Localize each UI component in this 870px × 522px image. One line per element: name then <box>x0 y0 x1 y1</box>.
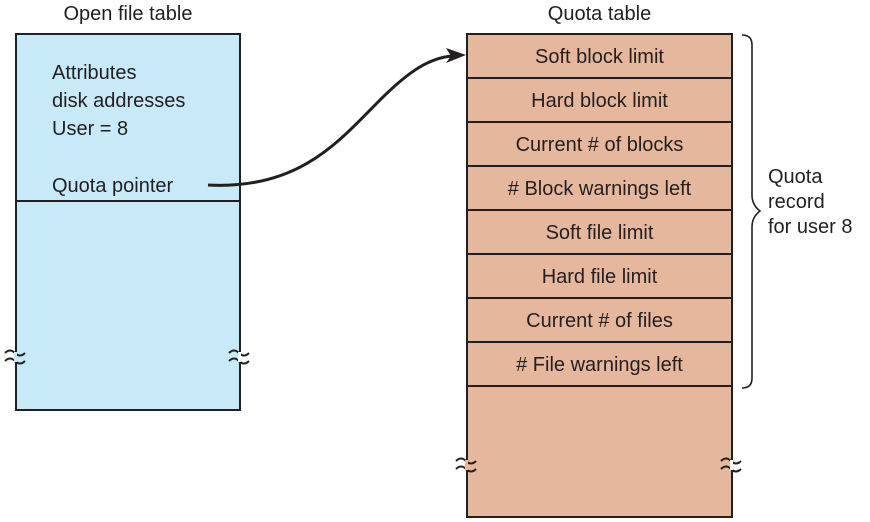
open-file-table: Attributes disk addresses User = 8 Quota… <box>15 33 241 411</box>
open-file-entry-line: Attributes <box>52 62 137 84</box>
quota-table: Soft block limit Hard block limit Curren… <box>466 33 733 518</box>
quota-row-hard-block-limit: Hard block limit <box>468 79 731 123</box>
quota-table-title: Quota table <box>547 3 652 25</box>
quota-row-block-warnings: # Block warnings left <box>468 167 731 211</box>
quota-pointer-arrow <box>207 54 453 187</box>
open-file-entry-divider <box>17 200 239 202</box>
quota-record-label-line: for user 8 <box>768 216 853 238</box>
curly-brace-icon <box>741 34 762 389</box>
open-file-entry-line: User = 8 <box>52 118 129 140</box>
open-file-entry-line: disk addresses <box>52 90 186 112</box>
quota-row-soft-block-limit: Soft block limit <box>468 35 731 79</box>
arrow-head-icon <box>446 48 466 63</box>
quota-row-current-files: Current # of files <box>468 299 731 343</box>
quota-row-current-blocks: Current # of blocks <box>468 123 731 167</box>
open-file-table-title: Open file table <box>63 3 193 25</box>
quota-record-label: Quota record for user 8 <box>768 165 852 240</box>
quota-row-hard-file-limit: Hard file limit <box>468 255 731 299</box>
quota-row-soft-file-limit: Soft file limit <box>468 211 731 255</box>
quota-row-file-warnings: # File warnings left <box>468 343 731 387</box>
quota-pointer-label: Quota pointer <box>52 175 174 197</box>
quota-record-label-line: Quota <box>768 166 823 188</box>
quota-record-label-line: record <box>768 191 825 213</box>
